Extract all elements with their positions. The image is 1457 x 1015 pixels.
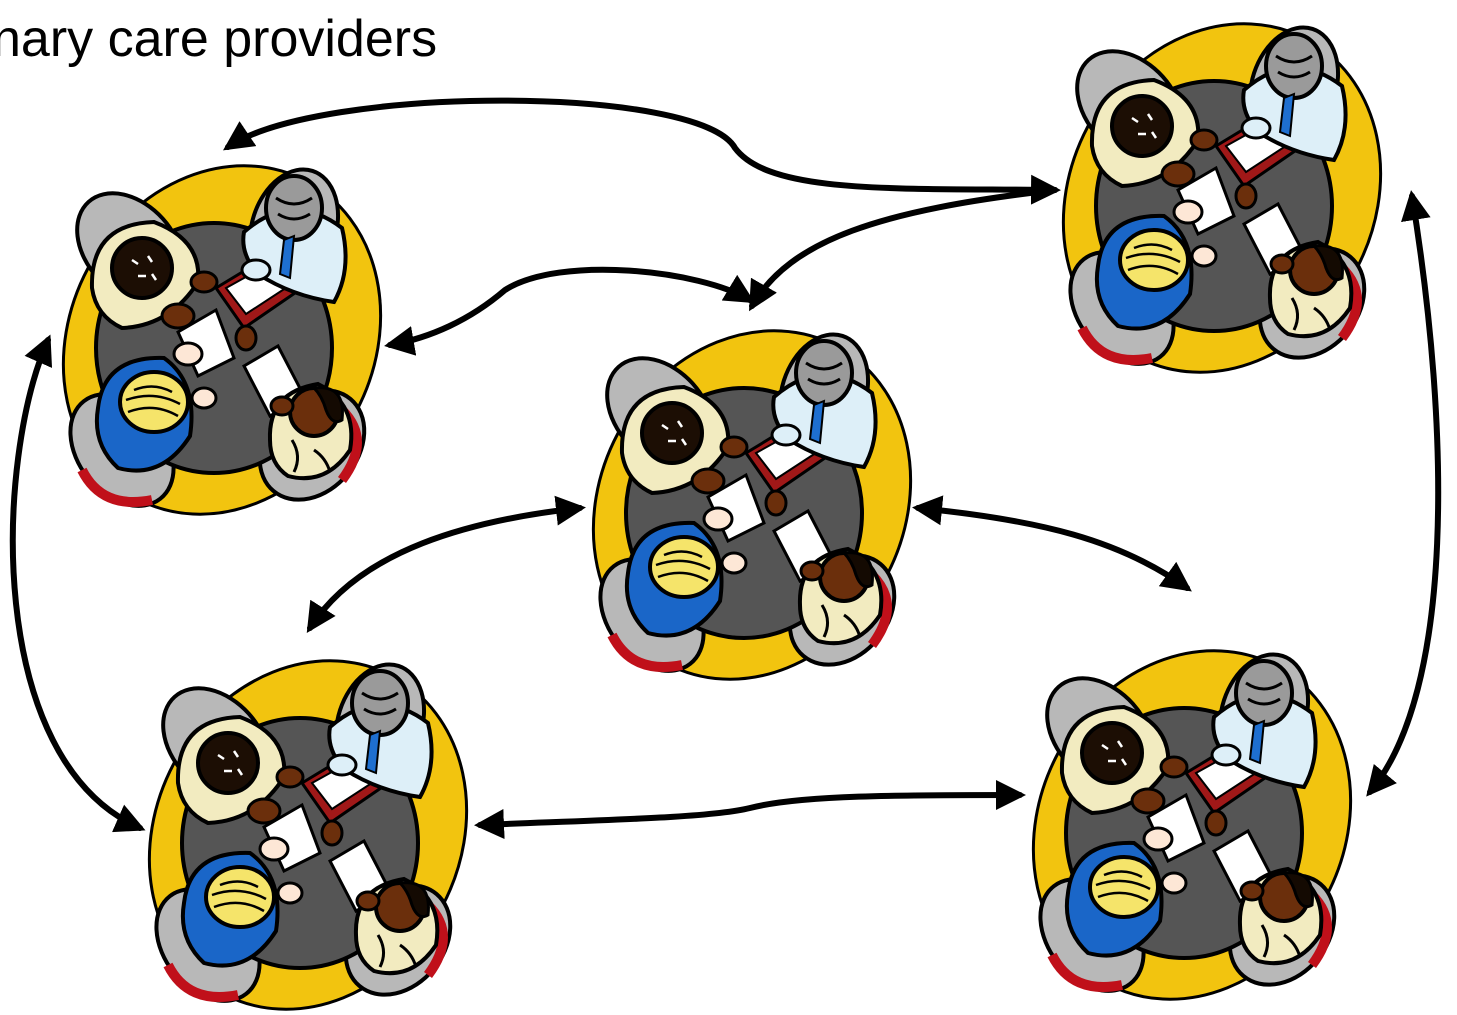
group-top-left (3, 110, 440, 571)
group-bottom-left (89, 605, 526, 1015)
group-bottom-right (973, 595, 1410, 1015)
arrow-bottomleft-bottomright (474, 780, 1026, 839)
group-center (533, 275, 970, 736)
arrow-topright-center (749, 187, 1058, 312)
arrow-topleft-topright (223, 97, 1061, 205)
arrow-topleft-bottomleft (9, 334, 146, 833)
group-top-right (1003, 0, 1440, 428)
arrow-bottomleft-center (306, 495, 586, 634)
arrow-center-topleft (384, 266, 756, 356)
arrow-topright-bottomright (1366, 190, 1442, 797)
slide-subtitle: nary care providers (0, 10, 438, 68)
arrow-center-bottomright (912, 495, 1192, 592)
